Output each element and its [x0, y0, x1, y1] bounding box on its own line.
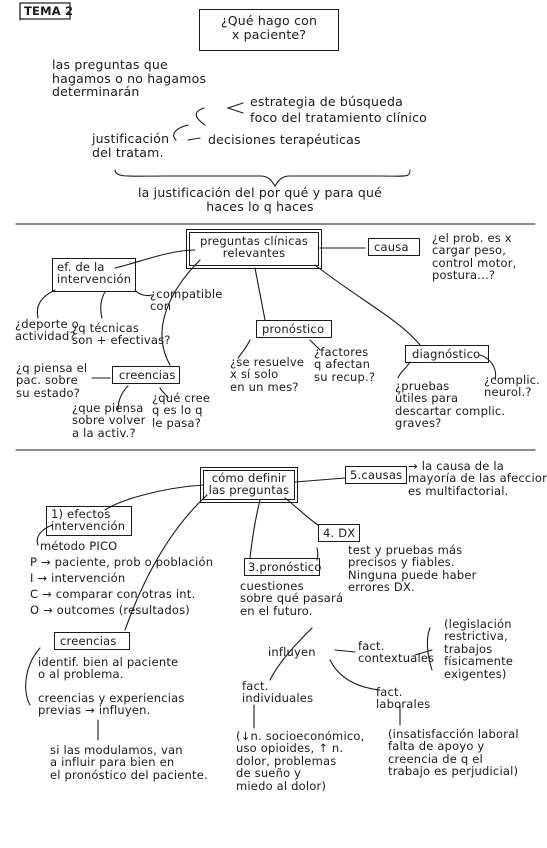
pronostico-label-2: 3.pronóstico [248, 560, 322, 574]
creencias-label-2: creencias [60, 634, 117, 648]
title-box: ¿Qué hago con x paciente? [199, 9, 339, 51]
volver-question: ¿que piensa sobre volver a la activ.? [72, 401, 146, 440]
compatible-question: ¿compatible con [150, 287, 223, 314]
creencias-label-1: creencias [119, 368, 176, 382]
define-questions-title: cómo definir las preguntas [208, 471, 290, 498]
individuales-label: fact. individuales [242, 679, 314, 706]
diagnostico-label: diagnóstico [412, 347, 481, 361]
intro-summary: la justificación del por qué y para qué … [137, 185, 383, 214]
creencias-box-2: creencias [54, 632, 130, 650]
tecnicas-question: ¿q técnicas son + efectivas? [72, 321, 171, 348]
contextuales-text: (legislación restrictiva, trabajos físic… [444, 617, 514, 681]
quecree-question: ¿qué cree q es lo q le pasa? [152, 391, 211, 430]
efectos-label: 1) efectos intervención [51, 507, 126, 534]
deporte-question: ¿deporte o actividad? [15, 317, 79, 344]
causa-label: causa [374, 240, 409, 254]
laborales-text: (insatisfacción laboral falta de apoyo y… [388, 727, 519, 779]
pico-o: O → outcomes (resultados) [30, 603, 190, 617]
causas-label: 5.causas [350, 468, 403, 482]
creencias-point-1: identif. bien al paciente o al problema. [38, 655, 179, 682]
intro-decisions: decisiones terapéuticas [208, 132, 361, 147]
causa-question: ¿el prob. es x cargar peso, control moto… [432, 231, 517, 283]
efectos-box: 1) efectos intervención [46, 506, 132, 536]
pronostico-box-1: pronóstico [256, 320, 332, 338]
pronostico-text: cuestiones sobre qué pasará en el futuro… [240, 579, 344, 618]
resuelve-question: ¿se resuelve x sí solo en un mes? [230, 355, 305, 394]
pronostico-box-2: 3.pronóstico [244, 558, 322, 576]
pico-p: P → paciente, prob o población [30, 555, 214, 569]
contextuales-label: fact. contextuales [358, 639, 435, 666]
intro-question: las preguntas que hagamos o no hagamos d… [52, 57, 207, 99]
dx-box: 4. DX [318, 524, 360, 542]
ef-intervencion-box: ef. de la intervención [52, 258, 136, 292]
individuales-text: (↓n. socioeconómico, uso opioides, ↑ n. … [236, 729, 365, 793]
pico-i: I → intervención [30, 571, 126, 585]
define-questions-box: cómo definir las preguntas [200, 467, 298, 503]
clinical-questions-box: preguntas clínicas relevantes [186, 229, 322, 269]
page-title: ¿Qué hago con x paciente? [220, 13, 318, 42]
intro-focus: foco del tratamiento clínico [250, 110, 427, 125]
dx-label: 4. DX [323, 526, 356, 540]
creencias-box-1: creencias [112, 366, 180, 384]
pruebas-question: ¿pruebas útiles para descartar complic. … [395, 379, 506, 431]
ef-intervencion-label: ef. de la intervención [57, 260, 132, 287]
causas-text: → la causa de la mayoría de las afeccion… [408, 459, 547, 498]
pico-c: C → comparar con otras int. [30, 587, 196, 601]
causas-box: 5.causas [345, 466, 407, 484]
intro-strategy: estrategia de búsqueda [250, 94, 404, 109]
piensa-question: ¿q piensa el pac. sobre su estado? [16, 361, 88, 400]
intro-justification: justificación del tratam. [92, 131, 170, 160]
dx-text: test y pruebas más precisos y fiables. N… [348, 543, 477, 595]
complic-question: ¿complic. neurol.? [484, 373, 541, 400]
factores-question: ¿factores q afectan su recup.? [314, 345, 376, 384]
pronostico-label-1: pronóstico [262, 322, 325, 336]
influyen-label: influyen [268, 645, 316, 659]
laborales-label: fact. laborales [376, 685, 431, 712]
creencias-point-2: creencias y experiencias previas → influ… [38, 691, 185, 718]
diagnostico-box: diagnóstico [405, 345, 489, 363]
creencias-point-3: si las modulamos, van a influir para bie… [50, 743, 208, 782]
tema-tag: TEMA 2 [24, 4, 74, 18]
pico-title: método PICO [40, 539, 118, 553]
causa-box: causa [368, 238, 420, 256]
clinical-questions-title: preguntas clínicas relevantes [199, 234, 309, 261]
